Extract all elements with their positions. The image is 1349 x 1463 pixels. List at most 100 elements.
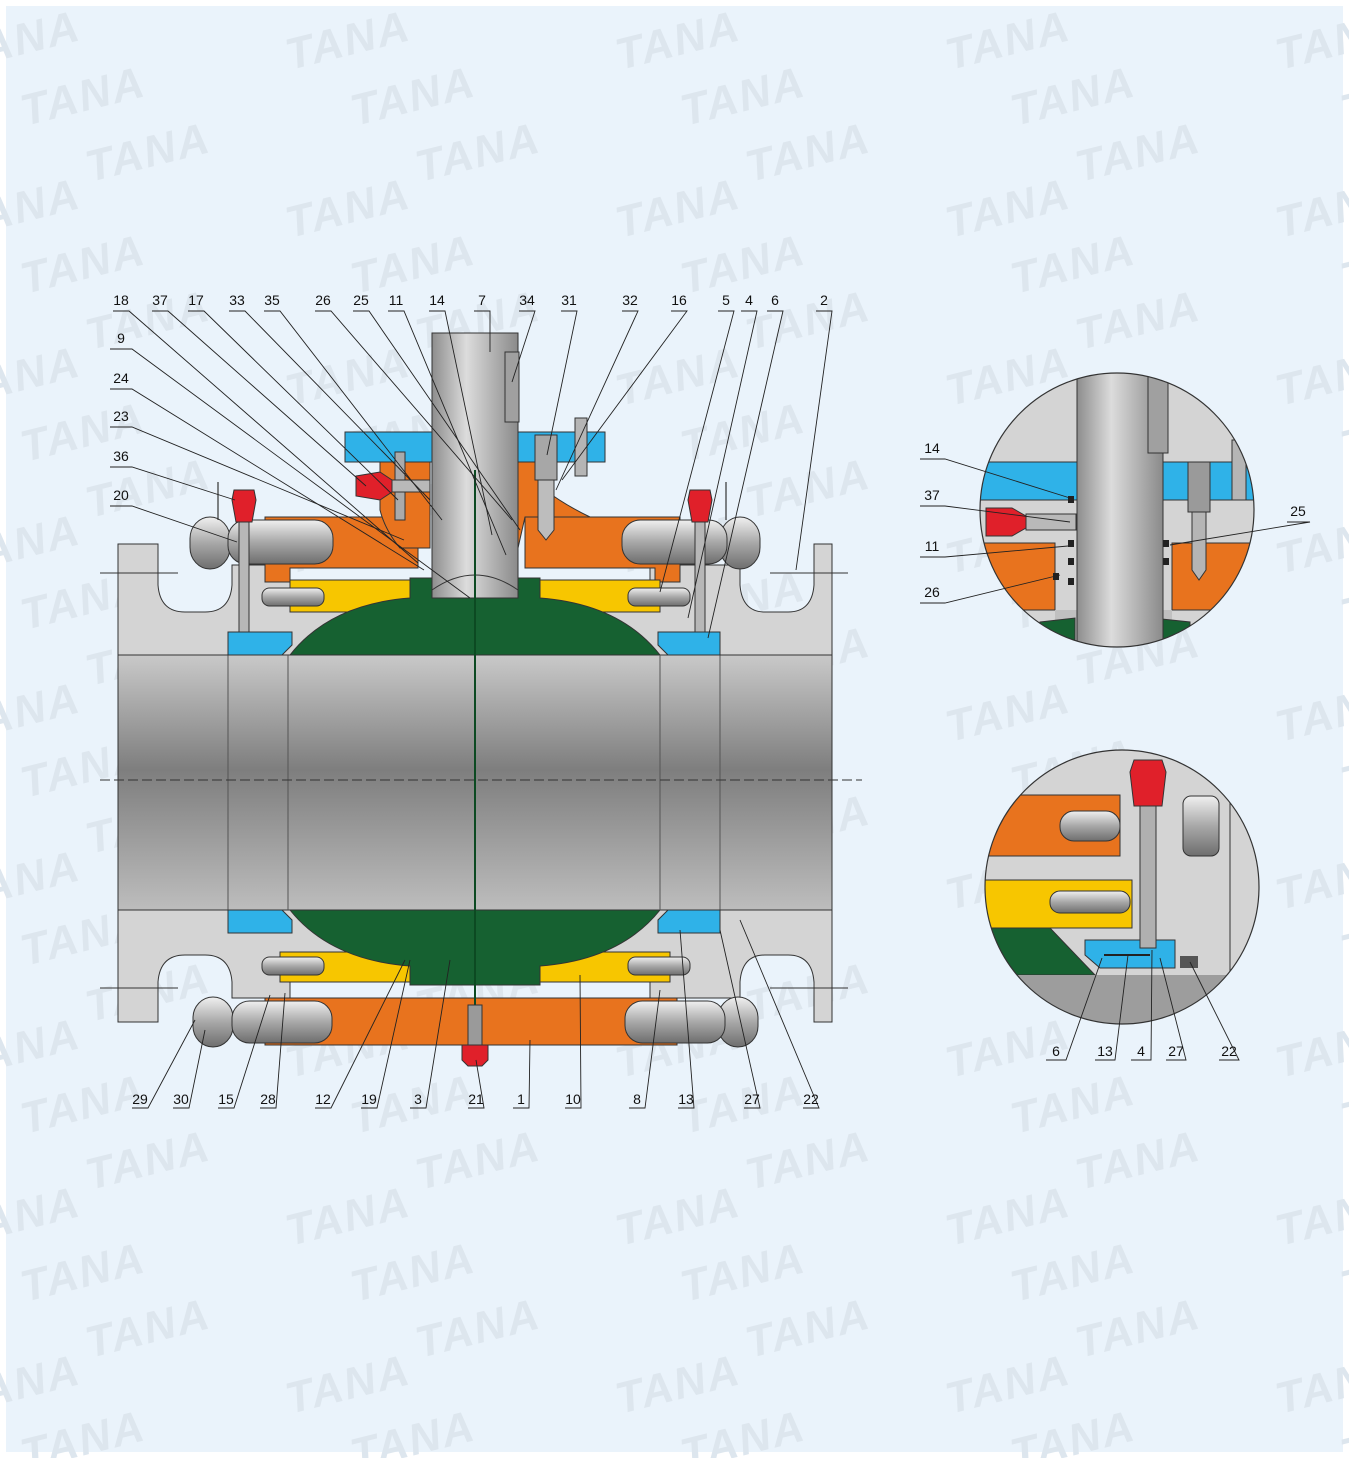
part-callout: 23	[113, 408, 129, 424]
part-callout: 18	[113, 292, 129, 308]
leader-line	[629, 989, 661, 1109]
part-callout: 10	[565, 1091, 581, 1107]
bolt	[624, 1000, 726, 1044]
part-callout: 25	[353, 292, 369, 308]
bolt	[621, 519, 728, 565]
detail-seat-injector	[1129, 759, 1167, 807]
part-callout: 1	[517, 1091, 525, 1107]
leader-line	[795, 310, 833, 571]
bolt	[189, 516, 231, 570]
part-callout: 25	[1290, 503, 1306, 519]
leader-line	[920, 505, 1071, 523]
leader-line	[113, 310, 419, 564]
leader-line	[388, 310, 507, 556]
leader-line	[188, 310, 399, 501]
leader-line	[1159, 957, 1187, 1061]
part-callout: 34	[519, 292, 535, 308]
part-callout: 32	[622, 292, 638, 308]
part-callout: 13	[1097, 1043, 1113, 1059]
leader-line	[678, 929, 695, 1109]
part-callout: 3	[414, 1091, 422, 1107]
part-callout: 27	[1168, 1043, 1184, 1059]
part-callout: 14	[924, 440, 940, 456]
part-callout: 21	[468, 1091, 484, 1107]
leader-line	[110, 388, 425, 571]
detail-stem-screw	[1187, 461, 1211, 513]
part-callout: 17	[188, 292, 204, 308]
part-callout: 27	[744, 1091, 760, 1107]
leader-line	[229, 310, 431, 501]
stem-injector-screw	[534, 434, 558, 481]
seat-retainer-top-right	[657, 631, 721, 656]
leader-line	[264, 310, 443, 521]
leader-line	[173, 1029, 206, 1109]
part-callout: 20	[113, 487, 129, 503]
leader-line	[410, 959, 451, 1109]
leader-line	[474, 310, 491, 352]
leader-line	[555, 310, 639, 491]
part-callout: 4	[745, 292, 753, 308]
part-callout: 11	[389, 292, 404, 308]
bolt	[627, 587, 691, 607]
part-callout: 26	[924, 584, 940, 600]
leader-line	[152, 310, 367, 487]
sealant-injectors	[217, 471, 727, 633]
part-callout: 15	[218, 1091, 234, 1107]
leader-line	[1131, 949, 1153, 1061]
part-callout: 7	[478, 292, 486, 308]
part-callout: 30	[173, 1091, 189, 1107]
part-callout: 29	[132, 1091, 148, 1107]
bolt	[627, 956, 691, 976]
part-callout: 9	[117, 330, 125, 346]
leader-line	[920, 574, 1061, 604]
part-callout: 12	[315, 1091, 331, 1107]
seat-retainer-top-left	[227, 631, 293, 656]
bolt	[192, 996, 234, 1048]
bolt	[261, 587, 325, 607]
cover-bolt	[574, 417, 588, 477]
stem-injector-body	[537, 479, 555, 541]
part-callout: 26	[315, 292, 331, 308]
leader-line	[1169, 521, 1311, 546]
bore-section-lines	[227, 655, 721, 910]
leader-line	[429, 310, 493, 536]
part-callout: 31	[561, 292, 577, 308]
leader-line	[218, 994, 271, 1109]
detail-seat-bolt	[1182, 795, 1220, 857]
leader-line	[719, 929, 761, 1109]
leader-line	[659, 310, 735, 593]
part-callout: 36	[113, 448, 129, 464]
leader-line	[110, 426, 405, 541]
part-callout: 33	[229, 292, 245, 308]
injector-body	[238, 519, 250, 633]
drain-plug	[461, 1044, 489, 1067]
bolt	[231, 1000, 333, 1044]
drain-stem	[467, 1004, 483, 1046]
part-callout: 37	[924, 487, 940, 503]
leader-line	[110, 505, 238, 543]
leader-line	[707, 310, 784, 639]
leader-line	[315, 310, 513, 521]
part-callout: 2	[820, 292, 828, 308]
leader-line	[687, 310, 758, 619]
leader-line	[361, 959, 411, 1109]
part-callout: 37	[152, 292, 168, 308]
leader-line	[565, 974, 582, 1109]
seat-retainer-bottom-left	[227, 909, 293, 934]
leader-line	[920, 545, 1069, 558]
leader-line	[132, 1019, 196, 1109]
stem-injector-body	[391, 479, 431, 493]
injector-head	[687, 489, 713, 523]
leader-line	[468, 1059, 485, 1109]
leader-line	[546, 310, 578, 456]
part-callout: 35	[264, 292, 280, 308]
leader-line	[513, 1039, 531, 1109]
injector-body	[694, 519, 706, 633]
leader-line	[1095, 954, 1129, 1061]
leader-line	[1189, 961, 1240, 1061]
